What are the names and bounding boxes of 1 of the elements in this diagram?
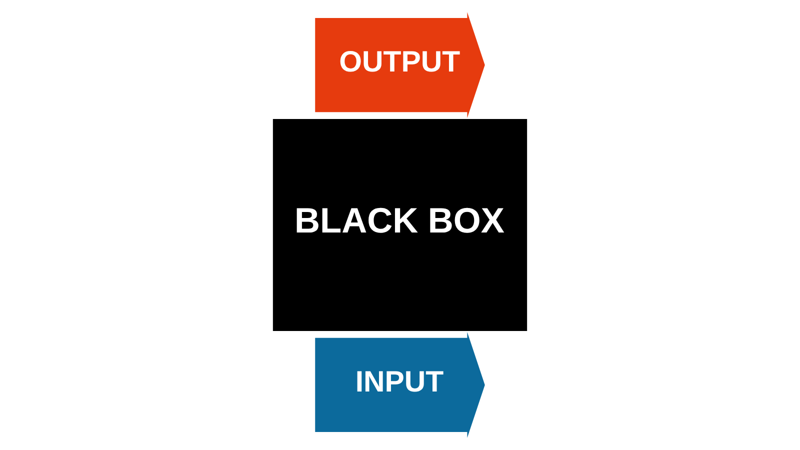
node-box: BLACK BOX bbox=[272, 119, 528, 331]
